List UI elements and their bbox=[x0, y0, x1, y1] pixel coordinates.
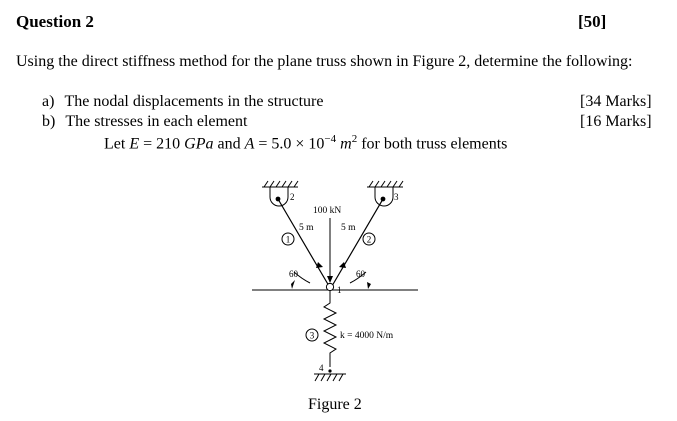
pin-support-left bbox=[269, 187, 289, 207]
area-symbol: A bbox=[244, 135, 255, 153]
angle-arrow-left bbox=[291, 280, 295, 289]
node-4-label: 4 bbox=[319, 363, 324, 373]
part-a-marks: [34 Marks] bbox=[580, 93, 652, 110]
area-value: = 5.0 × 10 bbox=[254, 135, 325, 153]
question-title: Question 2 bbox=[16, 12, 94, 31]
element-2-label: 2 bbox=[367, 235, 372, 245]
part-a-letter: a) bbox=[42, 93, 55, 110]
angle-arrow-left-member bbox=[316, 262, 323, 268]
area-exponent: −4 bbox=[324, 133, 337, 145]
angle-arc-right bbox=[349, 271, 367, 284]
angle-right-label: 60 bbox=[356, 269, 366, 279]
element-3-label: 3 bbox=[310, 331, 315, 341]
pin-support-right bbox=[374, 187, 394, 207]
given-values: Let E = 210 GPa and A = 5.0 × 10−4 m2 fo… bbox=[104, 133, 507, 153]
length-left-label: 5 m bbox=[299, 223, 314, 233]
element-1-label: 1 bbox=[286, 235, 291, 245]
given-suffix: for both truss elements bbox=[357, 135, 508, 153]
spring-stiffness-label: k = 4000 N/m bbox=[340, 331, 394, 341]
part-a: a) The nodal displacements in the struct… bbox=[42, 93, 323, 111]
part-a-text: The nodal displacements in the structure bbox=[64, 93, 324, 110]
angle-arrow-right bbox=[367, 282, 371, 289]
angle-arc-left bbox=[293, 271, 311, 284]
question-intro: Using the direct stiffness method for th… bbox=[16, 53, 633, 70]
area-unit-exponent: 2 bbox=[351, 133, 358, 145]
node-2-label: 2 bbox=[290, 192, 295, 202]
spring-element bbox=[322, 291, 338, 367]
figure-caption: Figure 2 bbox=[308, 396, 362, 413]
part-b-marks: [16 Marks] bbox=[580, 113, 652, 130]
element-1-marker bbox=[281, 232, 295, 246]
part-b-text: The stresses in each element bbox=[65, 113, 248, 130]
support-hatch-bottom bbox=[314, 373, 346, 382]
given-and: and bbox=[213, 135, 245, 153]
element-2-marker bbox=[362, 232, 376, 246]
area-unit: m bbox=[336, 135, 352, 153]
node-4-pin bbox=[328, 369, 332, 373]
support-hatch-right bbox=[367, 180, 404, 188]
node-1-label: 1 bbox=[337, 285, 342, 295]
youngs-modulus-unit: GPa bbox=[184, 135, 214, 153]
support-hatch-left bbox=[262, 180, 299, 188]
part-b: b) The stresses in each element bbox=[42, 113, 247, 131]
length-right-label: 5 m bbox=[341, 223, 356, 233]
element-1-member bbox=[277, 198, 330, 287]
angle-left-label: 60 bbox=[289, 269, 299, 279]
truss-figure: 1 2 3 2 3 1 4 100 kN 5 m 5 m 60 60 k = 4… bbox=[252, 180, 418, 382]
youngs-modulus-value: = 210 bbox=[139, 135, 185, 153]
part-b-letter: b) bbox=[42, 113, 56, 130]
node-3-label: 3 bbox=[394, 192, 399, 202]
element-3-marker bbox=[305, 328, 319, 342]
element-2-member bbox=[331, 198, 384, 287]
angle-arrow-right-member bbox=[339, 262, 346, 268]
given-prefix: Let bbox=[104, 135, 130, 153]
load-label: 100 kN bbox=[313, 206, 341, 216]
question-total-marks: [50] bbox=[578, 12, 607, 31]
load-arrowhead bbox=[327, 276, 333, 283]
node-1 bbox=[325, 282, 335, 292]
youngs-modulus-symbol: E bbox=[129, 135, 140, 153]
